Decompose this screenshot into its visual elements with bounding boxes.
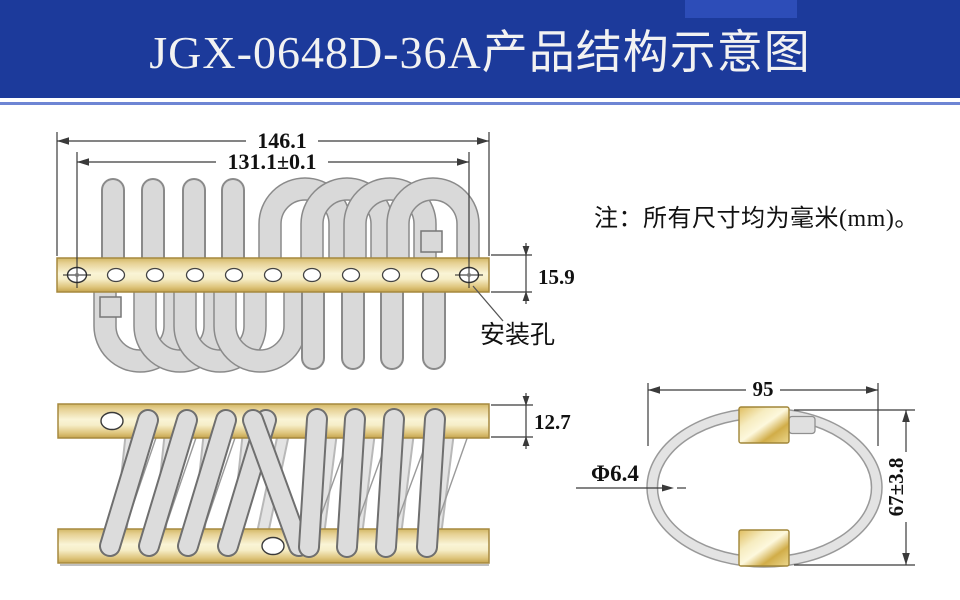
wire-arches-top-right xyxy=(258,177,480,267)
arrowhead xyxy=(77,158,89,166)
mounting-bar-holes xyxy=(106,267,440,283)
page-title: JGX-0648D-36A产品结构示意图 xyxy=(149,27,811,78)
dim-text-mask xyxy=(246,130,318,149)
dim-loop-height-text: 67±3.8 xyxy=(884,458,908,517)
arrowhead xyxy=(522,291,530,301)
banner-accent-patch xyxy=(685,0,797,18)
top-view: 146.1 131.1±0.1 15.9 安装孔 xyxy=(56,128,575,373)
mounting-hole-leader xyxy=(472,285,504,322)
dim-bar-thickness-text: 12.7 xyxy=(534,410,571,434)
wire-end-ferrule-bottom xyxy=(99,296,122,318)
arrowhead xyxy=(902,410,910,422)
front-bottom-bar-hole xyxy=(261,536,285,556)
arrowhead xyxy=(457,158,469,166)
dim-loop-width-text: 95 xyxy=(753,377,774,401)
arrowhead xyxy=(57,137,69,145)
clamp-block-top xyxy=(738,406,790,444)
front-wire-rods xyxy=(99,408,446,558)
dim-text-mask xyxy=(216,151,328,170)
wire-end-ferrule-top xyxy=(420,230,443,253)
mounting-hole-label: 安装孔 xyxy=(480,321,555,349)
arrowhead xyxy=(648,386,660,394)
title-banner: JGX-0648D-36A产品结构示意图 xyxy=(0,0,960,98)
dim-hole-span-text: 131.1±0.1 xyxy=(227,149,316,174)
wire-arches-bottom-left xyxy=(93,283,307,373)
dim-text-mask xyxy=(746,377,780,395)
end-hole-right xyxy=(455,262,483,288)
wire-loops-top-left xyxy=(101,178,245,280)
arrowhead xyxy=(522,246,530,256)
wire-loops-bottom-right xyxy=(301,272,446,370)
dim-total-length-text: 146.1 xyxy=(257,128,307,153)
arrowhead xyxy=(522,436,530,446)
side-view: 95 67±3.8 Φ6.4 xyxy=(576,377,915,568)
dim-bar-width-text: 15.9 xyxy=(538,265,575,289)
arrowhead xyxy=(902,553,910,565)
banner-underline xyxy=(0,102,960,105)
arrowhead xyxy=(522,396,530,406)
arrowhead xyxy=(477,137,489,145)
clamp-block-bottom xyxy=(738,529,790,567)
arrowhead xyxy=(662,484,674,492)
units-note: 注：所有尺寸均为毫米(mm)。 xyxy=(594,205,919,232)
arrowhead xyxy=(866,386,878,394)
front-top-bar-hole xyxy=(100,411,124,431)
front-view: 12.7 xyxy=(57,393,571,566)
end-hole-left xyxy=(63,262,91,288)
wire-end-ferrule-side xyxy=(788,415,816,435)
dim-wire-diameter-text: Φ6.4 xyxy=(591,461,639,486)
